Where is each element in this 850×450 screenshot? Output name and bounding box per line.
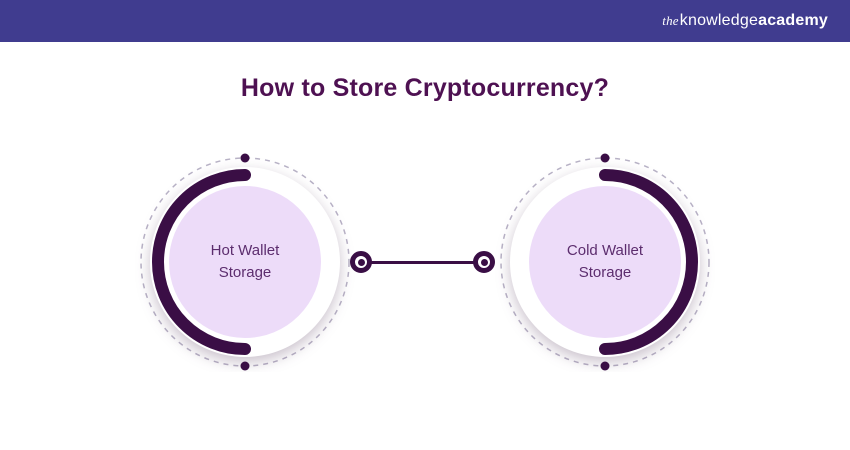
header-bar: theknowledgeacademy: [0, 0, 850, 42]
bottom-dot: [240, 361, 250, 371]
dark-arc-right: [599, 169, 698, 355]
hot-wallet-circle: Hot Wallet Storage: [135, 152, 355, 372]
top-dot: [240, 153, 250, 163]
inner-circle: [169, 186, 321, 338]
logo-knowledge: knowledge: [679, 12, 759, 29]
page-title: How to Store Cryptocurrency?: [240, 74, 610, 102]
brand-logo: theknowledgeacademy: [662, 12, 828, 30]
logo-the: the: [662, 13, 679, 28]
connector-line: [361, 261, 484, 264]
connector-node-right: [473, 251, 495, 273]
dark-arc-left: [152, 169, 251, 355]
bottom-dot: [600, 361, 610, 371]
inner-circle: [529, 186, 681, 338]
cold-wallet-circle: Cold Wallet Storage: [495, 152, 715, 372]
connector-node-left: [350, 251, 372, 273]
logo-academy: academy: [758, 12, 828, 29]
hot-wallet-graphic: [140, 153, 350, 371]
connector-node-right-dot: [480, 258, 488, 266]
cold-wallet-graphic: [500, 153, 710, 371]
top-dot: [600, 153, 610, 163]
connector-node-left-dot: [357, 258, 365, 266]
